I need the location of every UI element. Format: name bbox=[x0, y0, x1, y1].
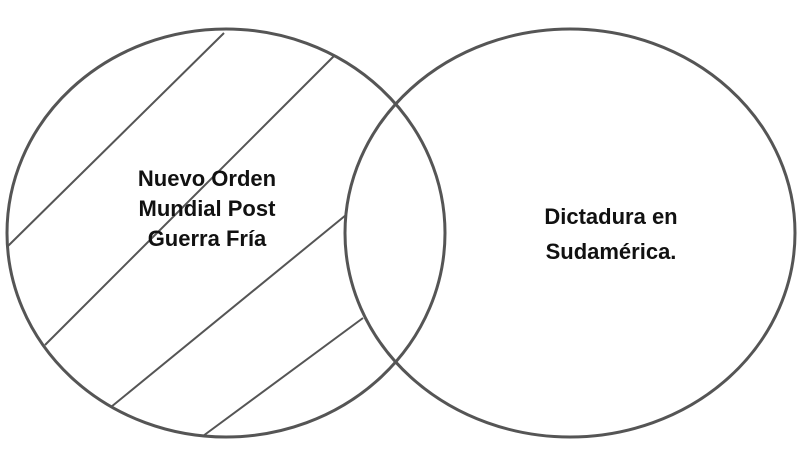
hatch-pattern bbox=[7, 32, 364, 437]
set-circle-left bbox=[5, 27, 447, 439]
label-line: Guerra Fría bbox=[147, 226, 267, 251]
label-line: Dictadura en bbox=[544, 204, 678, 229]
set-label-left: Nuevo Orden Mundial Post Guerra Fría bbox=[112, 164, 302, 254]
hatch-line bbox=[110, 214, 347, 408]
hatch-line bbox=[7, 32, 225, 247]
label-line: Mundial Post bbox=[138, 196, 276, 221]
hatch-line bbox=[202, 317, 364, 437]
label-line: Nuevo Orden bbox=[137, 166, 277, 191]
label-line: Sudamérica. bbox=[545, 239, 677, 264]
set-label-right: Dictadura en Sudamérica. bbox=[516, 199, 706, 269]
set-circle-right bbox=[343, 27, 797, 439]
hatch-line bbox=[44, 55, 335, 346]
